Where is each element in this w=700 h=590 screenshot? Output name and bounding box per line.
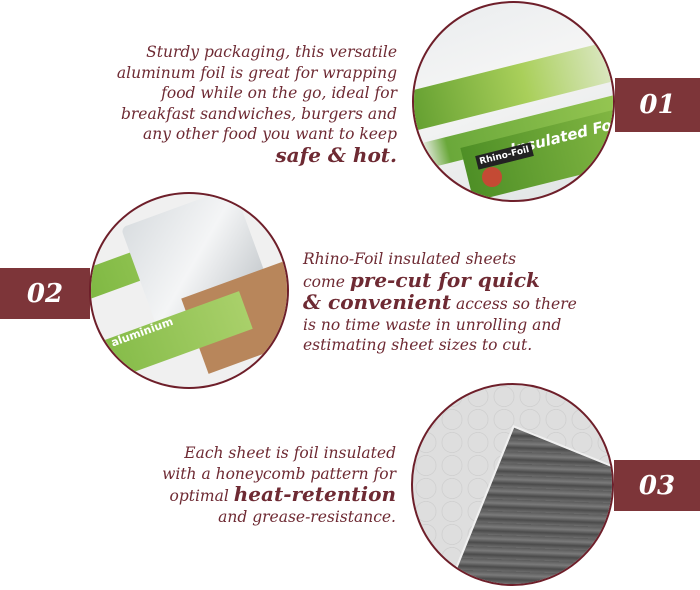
section-1-line: Sturdy packaging, this versatile	[146, 43, 397, 61]
section-3-number: 03	[638, 470, 676, 501]
section-2-line: estimating sheet sizes to cut.	[303, 336, 533, 354]
size-badge-icon	[482, 167, 502, 187]
section-1-line: breakfast sandwiches, burgers and	[120, 104, 397, 123]
section-1-number-band: 01	[615, 78, 700, 132]
section-3-text: Each sheet is foil insulated with a hone…	[120, 443, 396, 527]
section-2-line: Rhino-Foil insulated sheets	[303, 250, 517, 268]
open-box-image: en aluminium	[89, 192, 289, 389]
section-2-line: is no time waste in unrolling and	[303, 315, 562, 334]
section-2-text: Rhino-Foil insulated sheets come pre-cut…	[303, 249, 603, 356]
section-2-emphasis: pre-cut for quick	[349, 267, 540, 292]
section-3-number-band: 03	[614, 460, 700, 511]
section-2-number: 02	[26, 278, 64, 309]
section-2-emphasis: & convenient	[303, 290, 452, 314]
section-1-emphasis: safe & hot.	[275, 142, 397, 167]
section-1-line: aluminum foil is great for wrapping	[116, 63, 397, 82]
section-2-number-band: 02	[0, 268, 90, 319]
section-3-line: Each sheet is foil insulated	[184, 444, 396, 462]
section-3-line: and grease-resistance.	[218, 507, 396, 526]
section-3-emphasis: heat-retention	[233, 482, 396, 506]
product-box-image: Insulated Foil Rhino-Foil	[412, 1, 615, 202]
section-1-number: 01	[639, 90, 676, 120]
section-1-line: any other food you want to keep	[142, 125, 397, 143]
section-1-line: food while on the go, ideal for	[161, 84, 397, 102]
section-3-line: with a honeycomb pattern for	[162, 464, 396, 483]
section-1-text: Sturdy packaging, this versatile aluminu…	[90, 42, 397, 167]
foil-sheet-image	[411, 383, 614, 586]
